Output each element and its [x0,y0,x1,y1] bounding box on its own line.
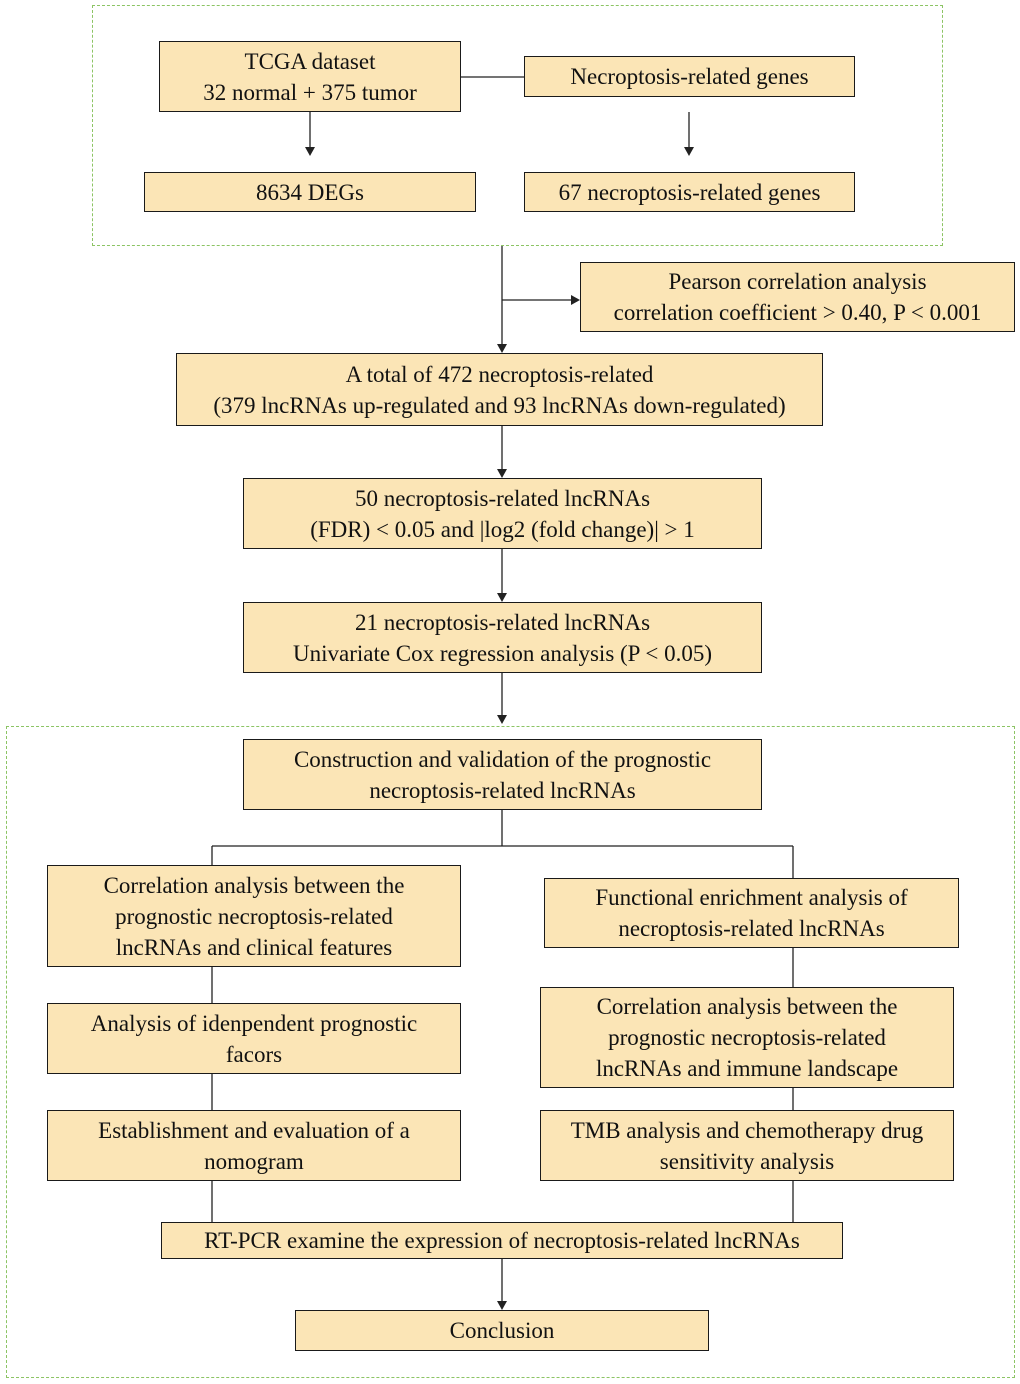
necroptosis-genes-box: Necroptosis-related genes [524,56,855,97]
arrowhead-to-pearson [571,295,580,305]
pearson-correlation-box: Pearson correlation analysis correlation… [580,262,1015,332]
arrowhead-to-472 [497,344,507,353]
conclusion-box: Conclusion [295,1310,709,1351]
data-source-group [92,5,943,246]
nomogram-box: Establishment and evaluation of a nomogr… [47,1110,461,1181]
arrowhead-21-construction [497,715,507,724]
rtpcr-box: RT-PCR examine the expression of necropt… [161,1222,843,1259]
lncrna-50-box: 50 necroptosis-related lncRNAs (FDR) < 0… [243,478,762,549]
degs-box: 8634 DEGs [144,172,476,212]
immune-landscape-box: Correlation analysis between the prognos… [540,987,954,1088]
arrowhead-tcga-degs [305,147,315,156]
total-472-box: A total of 472 necroptosis-related (379 … [176,353,823,426]
tcga-dataset-box: TCGA dataset 32 normal + 375 tumor [159,41,461,112]
construction-validation-box: Construction and validation of the progn… [243,739,762,810]
tmb-analysis-box: TMB analysis and chemotherapy drug sensi… [540,1110,954,1181]
functional-enrichment-box: Functional enrichment analysis of necrop… [544,878,959,948]
arrowhead-rtpcr-conclusion [497,1301,507,1310]
lncrna-21-box: 21 necroptosis-related lncRNAs Univariat… [243,602,762,673]
necroptosis-67-genes-box: 67 necroptosis-related genes [524,172,855,212]
analysis-group [6,726,1015,1378]
clinical-features-box: Correlation analysis between the prognos… [47,865,461,967]
arrowhead-50-21 [497,593,507,602]
independent-prognostic-box: Analysis of idenpendent prognostic facor… [47,1003,461,1074]
arrowhead-necro-genes [684,147,694,156]
arrowhead-472-50 [497,469,507,478]
